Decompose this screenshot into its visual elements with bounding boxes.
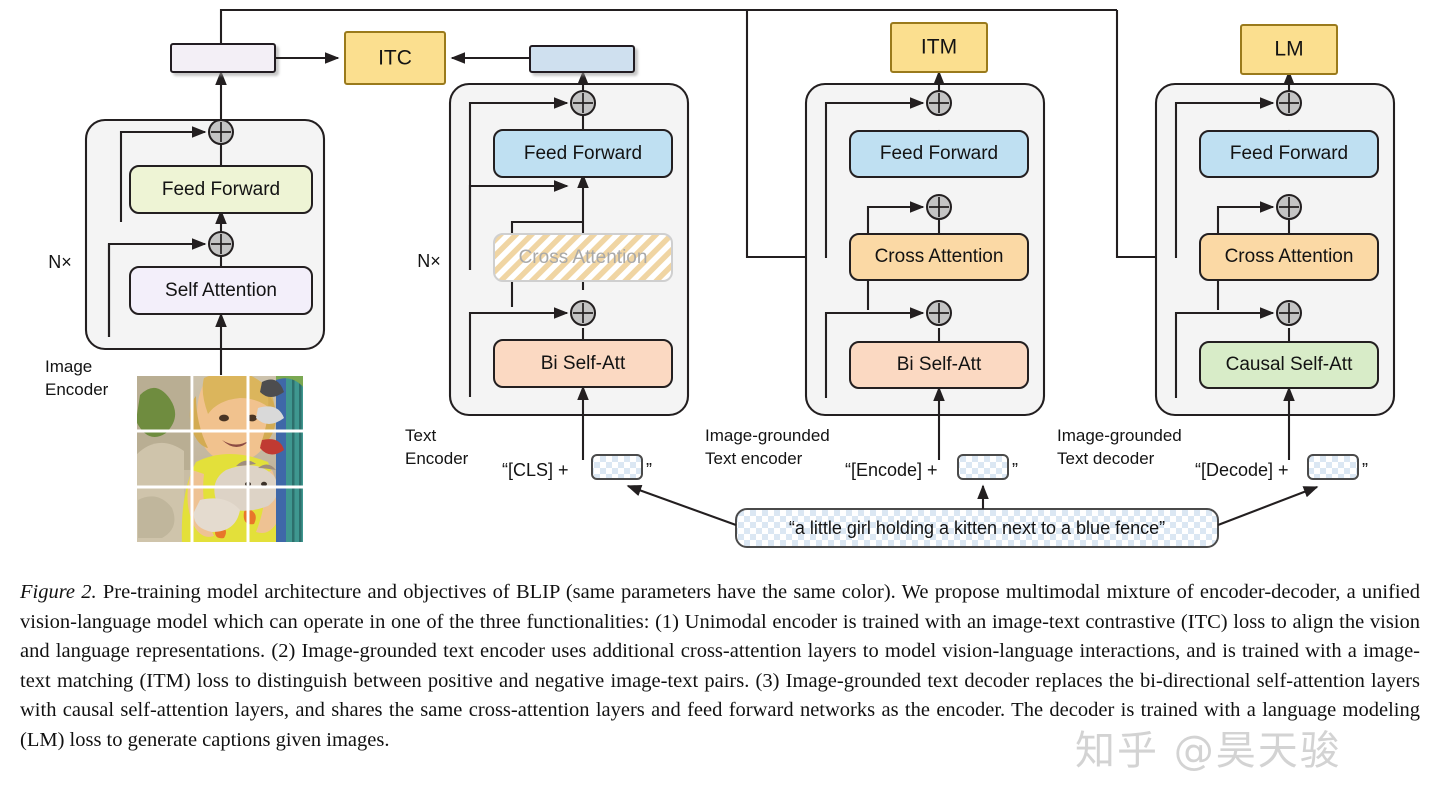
encode-token-placeholder bbox=[957, 454, 1009, 480]
block-bi-self-att-label: Bi Self-Att bbox=[897, 354, 982, 375]
caption-connectors bbox=[626, 484, 1319, 526]
add-node bbox=[570, 90, 596, 116]
block-causal-self-att-label: Causal Self-Att bbox=[1226, 354, 1353, 375]
text-cls-token[interactable] bbox=[529, 45, 635, 73]
block-cross-attention[interactable] bbox=[1199, 233, 1379, 281]
block-cross-attention-disabled-label: Cross Attention bbox=[519, 247, 648, 268]
image-grounded-text-decoder-label-line2: Text decoder bbox=[1057, 449, 1155, 468]
figure-caption: Figure 2. Pre-training model architectur… bbox=[20, 578, 1420, 756]
block-feed-forward[interactable] bbox=[493, 129, 673, 178]
column-image-grounded-text-encoder: Bi Self-Att Cross Attention Feed Forward… bbox=[705, 22, 1046, 480]
column-text-encoder: Bi Self-Att Cross Attention Feed Forward… bbox=[405, 45, 690, 480]
block-cross-attention-disabled bbox=[493, 233, 673, 282]
decode-token-suffix: ” bbox=[1362, 460, 1368, 480]
cls-token-suffix: ” bbox=[646, 460, 652, 480]
block-bi-self-att[interactable] bbox=[493, 339, 673, 388]
block-feed-forward-label: Feed Forward bbox=[1230, 143, 1348, 164]
block-cross-attention-label: Cross Attention bbox=[1225, 246, 1354, 267]
image-cls-token[interactable] bbox=[170, 43, 276, 73]
image-grounded-text-encoder-label-line1: Image-grounded bbox=[705, 426, 830, 445]
text-encoder-label-line1: Text bbox=[405, 426, 436, 445]
text-encoder-repeat: N× bbox=[417, 251, 441, 271]
objective-itc[interactable]: ITC bbox=[344, 31, 446, 85]
image-grounded-text-decoder-label-line1: Image-grounded bbox=[1057, 426, 1182, 445]
add-node bbox=[208, 119, 234, 145]
image-encoder-label-line2: Encoder bbox=[45, 380, 109, 399]
cls-token-placeholder bbox=[591, 454, 643, 480]
add-node bbox=[1276, 300, 1302, 326]
objective-lm-label: LM bbox=[1274, 38, 1303, 61]
input-caption-bubble[interactable]: “a little girl holding a kitten next to … bbox=[735, 508, 1219, 548]
block-cross-attention-label: Cross Attention bbox=[875, 246, 1004, 267]
image-grounded-text-encoder-label-line2: Text encoder bbox=[705, 449, 803, 468]
objective-itm-label: ITM bbox=[921, 36, 957, 59]
input-caption-text: “a little girl holding a kitten next to … bbox=[789, 518, 1165, 538]
cls-token-prefix: “[CLS] + bbox=[502, 460, 569, 480]
block-bi-self-att-label: Bi Self-Att bbox=[541, 353, 626, 374]
encode-token-prefix: “[Encode] + bbox=[845, 460, 938, 480]
objective-itc-label: ITC bbox=[378, 47, 412, 70]
add-node bbox=[1276, 194, 1302, 220]
block-self-attention[interactable] bbox=[129, 266, 313, 315]
text-encoder-label-line2: Encoder bbox=[405, 449, 469, 468]
block-causal-self-att[interactable] bbox=[1199, 341, 1379, 389]
add-node bbox=[926, 300, 952, 326]
add-node bbox=[208, 231, 234, 257]
block-feed-forward[interactable] bbox=[849, 130, 1029, 178]
decode-token-placeholder bbox=[1307, 454, 1359, 480]
block-feed-forward-label: Feed Forward bbox=[524, 143, 642, 164]
figure-caption-text: Pre-training model architecture and obje… bbox=[20, 581, 1420, 751]
decode-token-prefix: “[Decode] + bbox=[1195, 460, 1289, 480]
block-feed-forward-label: Feed Forward bbox=[880, 143, 998, 164]
add-node bbox=[926, 90, 952, 116]
architecture-diagram: Self Attention Feed Forward N× Image Enc… bbox=[45, 8, 1396, 548]
block-feed-forward[interactable] bbox=[129, 165, 313, 214]
objective-lm[interactable]: LM bbox=[1240, 24, 1338, 75]
block-cross-attention[interactable] bbox=[849, 233, 1029, 281]
add-node bbox=[1276, 90, 1302, 116]
block-self-attention-label: Self Attention bbox=[165, 280, 277, 301]
image-encoder-repeat: N× bbox=[48, 252, 72, 272]
encode-token-suffix: ” bbox=[1012, 460, 1018, 480]
image-encoder-label-line1: Image bbox=[45, 357, 92, 376]
block-bi-self-att[interactable] bbox=[849, 341, 1029, 389]
add-node bbox=[926, 194, 952, 220]
column-image-encoder: Self Attention Feed Forward N× Image Enc… bbox=[45, 43, 326, 544]
figure-number: Figure 2. bbox=[20, 581, 97, 603]
block-feed-forward[interactable] bbox=[1199, 130, 1379, 178]
add-node bbox=[570, 300, 596, 326]
objective-itm[interactable]: ITM bbox=[890, 22, 988, 73]
image-patches-input bbox=[135, 374, 305, 544]
column-image-grounded-text-decoder: Causal Self-Att Cross Attention Feed For… bbox=[1057, 24, 1396, 480]
block-feed-forward-label: Feed Forward bbox=[162, 179, 280, 200]
